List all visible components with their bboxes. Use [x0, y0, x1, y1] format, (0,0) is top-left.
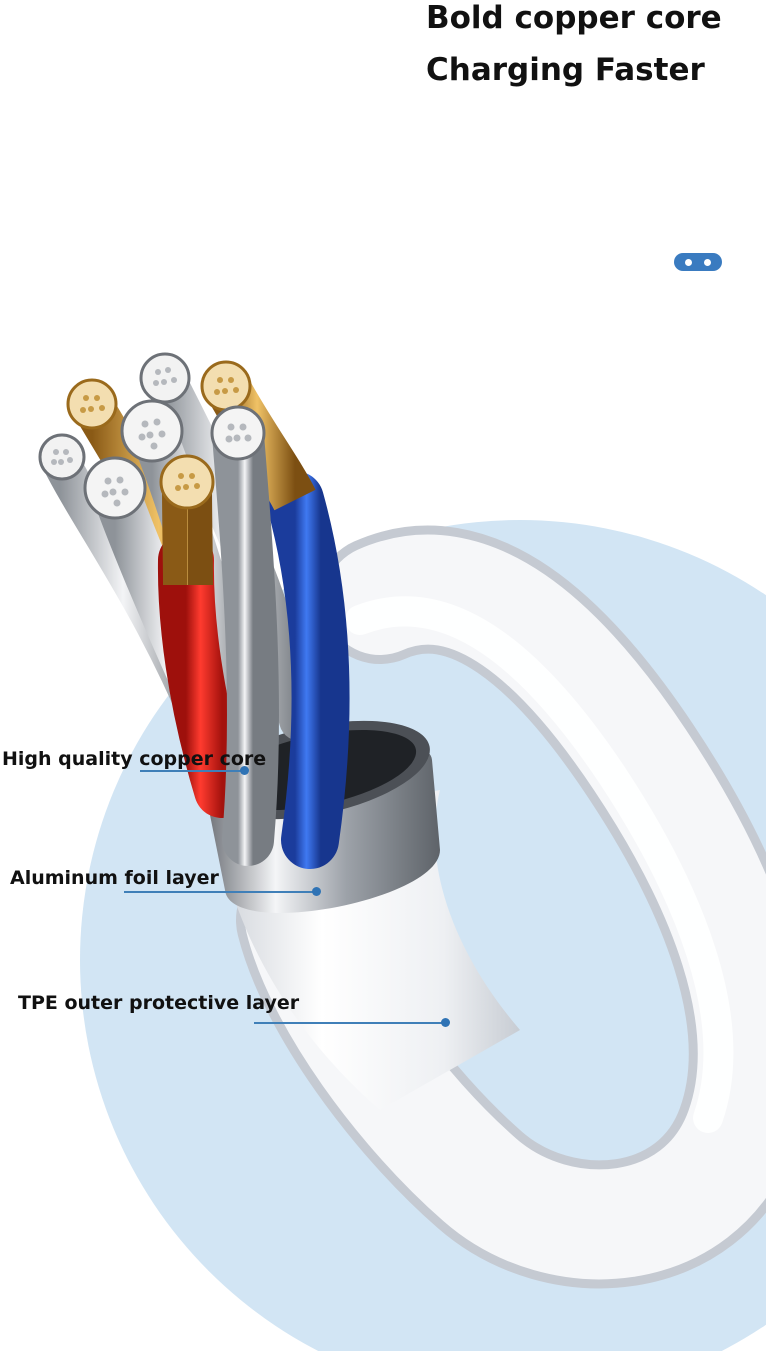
- silver-wire: [212, 409, 280, 866]
- copper-core-label: High quality copper core: [2, 748, 267, 770]
- tpe-layer-leader-line: [254, 1022, 444, 1024]
- tpe-layer-label: TPE outer protective layer: [18, 992, 300, 1014]
- dot-icon: [704, 258, 711, 266]
- copper-core-leader-line: [140, 770, 244, 772]
- headline-line-2: Charging Faster: [426, 52, 705, 88]
- dot-icon: [685, 258, 692, 266]
- aluminum-foil-label: Aluminum foil layer: [10, 867, 219, 889]
- carousel-dots-icon[interactable]: [674, 253, 722, 271]
- aluminum-foil-marker-dot: [312, 887, 321, 896]
- cable-loop: [245, 534, 766, 1280]
- wire-ends: [38, 352, 266, 520]
- copper-core-marker-dot: [240, 766, 249, 775]
- tpe-layer-marker-dot: [441, 1018, 450, 1027]
- aluminum-foil-leader-line: [124, 891, 316, 893]
- headline-line-1: Bold copper core: [426, 0, 722, 36]
- blue-wire: [266, 471, 350, 869]
